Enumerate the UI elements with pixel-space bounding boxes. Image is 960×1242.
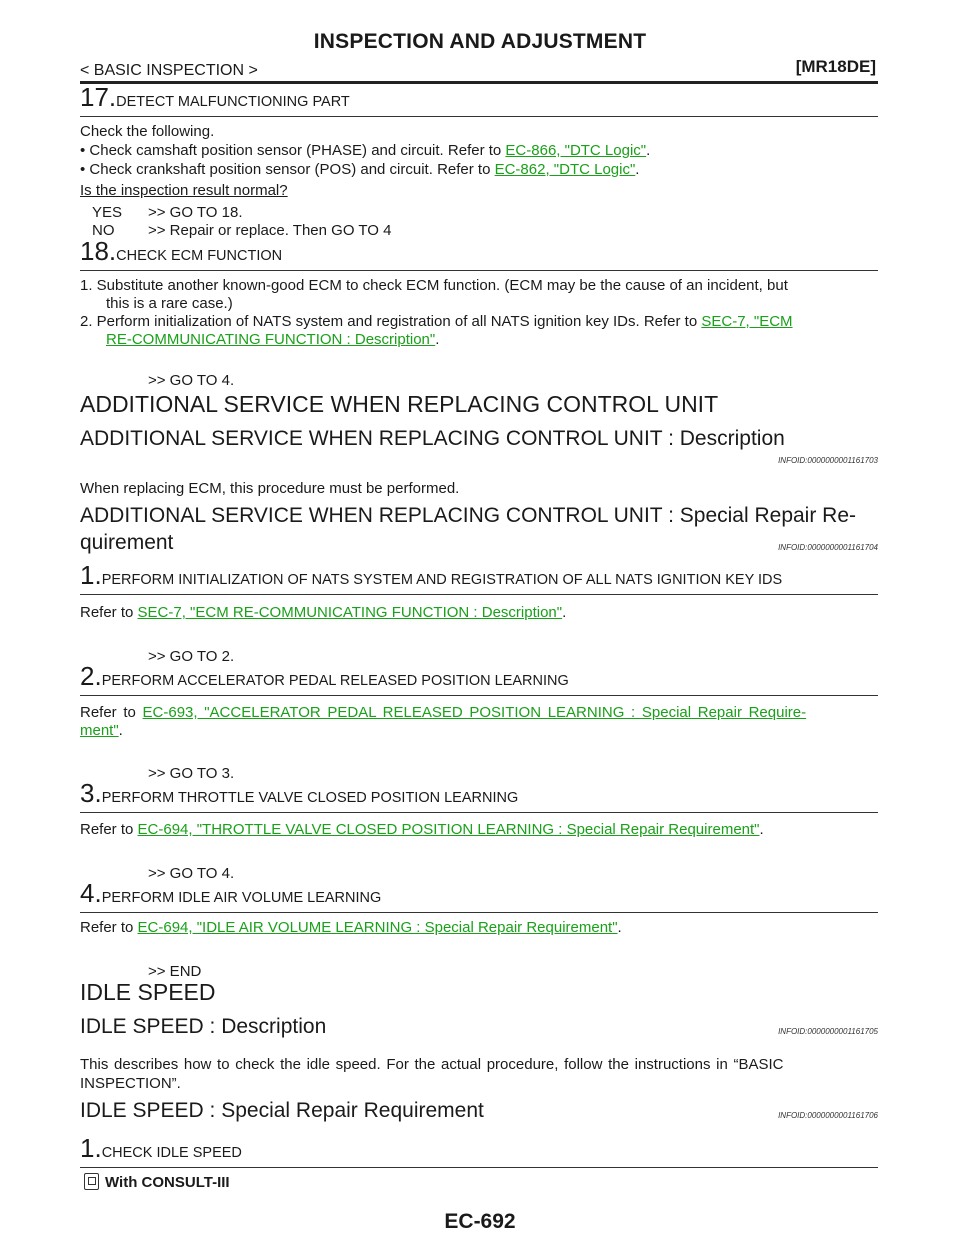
subheading-description: ADDITIONAL SERVICE WHEN REPLACING CONTRO… xyxy=(80,427,785,450)
as-step-4-title: 4.PERFORM IDLE AIR VOLUME LEARNING xyxy=(80,878,382,908)
page-title: INSPECTION AND ADJUSTMENT xyxy=(313,30,647,53)
step-rule xyxy=(80,812,878,813)
yes-action: >> GO TO 18. xyxy=(148,204,243,221)
section-heading-idle-speed: IDLE SPEED xyxy=(80,979,216,1005)
as-step-3-refer: Refer to EC-694, "THROTTLE VALVE CLOSED … xyxy=(80,821,764,838)
no-label: NO xyxy=(92,222,115,239)
as-step-2-refer: Refer to EC-693, "ACCELERATOR PEDAL RELE… xyxy=(80,704,807,721)
step-rule xyxy=(80,912,878,913)
link-sec-7-ecm[interactable]: SEC-7, "ECM RE-COMMUNICATING FUNCTION : … xyxy=(137,604,563,621)
as-step-2-title: 2.PERFORM ACCELERATOR PEDAL RELEASED POS… xyxy=(80,661,569,691)
step-rule xyxy=(80,1167,878,1168)
link-ec-866[interactable]: EC-866, "DTC Logic" xyxy=(505,142,647,159)
step-rule xyxy=(80,594,878,595)
as-step-1-goto: >> GO TO 2. xyxy=(148,648,235,665)
description-text: When replacing ECM, this procedure must … xyxy=(80,480,460,497)
subheading-idle-description: IDLE SPEED : Description xyxy=(80,1015,327,1038)
step-rule xyxy=(80,270,878,271)
step-18-item-1-cont: this is a rare case.) xyxy=(106,295,233,312)
header-rule xyxy=(80,81,878,84)
yes-label: YES xyxy=(92,204,123,221)
link-ec-694-throttle[interactable]: EC-694, "THROTTLE VALVE CLOSED POSITION … xyxy=(137,821,760,838)
step-18-title: 18.CHECK ECM FUNCTION xyxy=(80,236,283,266)
page-number: EC-692 xyxy=(444,1210,516,1233)
engine-label: [MR18DE] xyxy=(795,57,876,76)
as-step-4-end: >> END xyxy=(148,963,202,980)
as-step-1-refer: Refer to SEC-7, "ECM RE-COMMUNICATING FU… xyxy=(80,604,567,621)
infoid: INFOID:0000000001161705 xyxy=(778,1027,878,1036)
subheading-special-repair-line2: quirement xyxy=(80,531,174,554)
link-ec-862[interactable]: EC-862, "DTC Logic" xyxy=(494,161,636,178)
step-rule xyxy=(80,695,878,696)
infoid: INFOID:0000000001161704 xyxy=(778,543,878,552)
idle-description-line2: INSPECTION”. xyxy=(80,1075,181,1092)
idle-description-line1: This describes how to check the idle spe… xyxy=(80,1056,784,1073)
step-18-item-1: 1. Substitute another known-good ECM to … xyxy=(80,277,788,294)
link-ec-693-cont[interactable]: ment" xyxy=(80,722,119,739)
no-action: >> Repair or replace. Then GO TO 4 xyxy=(148,222,392,239)
step-17-title: 17.DETECT MALFUNCTIONING PART xyxy=(80,82,350,112)
step-17-question: Is the inspection result normal? xyxy=(80,182,288,199)
step-18-item-2-cont: RE-COMMUNICATING FUNCTION : Description"… xyxy=(106,331,440,348)
step-rule xyxy=(80,116,878,117)
idle-step-1-title: 1.CHECK IDLE SPEED xyxy=(80,1133,242,1163)
section-label: < BASIC INSPECTION > xyxy=(80,62,258,79)
step-17-intro: Check the following. xyxy=(80,123,215,140)
link-sec-7-cont[interactable]: RE-COMMUNICATING FUNCTION : Description" xyxy=(106,331,436,348)
with-consult: With CONSULT-III xyxy=(84,1173,230,1192)
subheading-special-repair-line1: ADDITIONAL SERVICE WHEN REPLACING CONTRO… xyxy=(80,504,857,527)
as-step-4-refer: Refer to EC-694, "IDLE AIR VOLUME LEARNI… xyxy=(80,919,622,936)
link-ec-694-idle-air[interactable]: EC-694, "IDLE AIR VOLUME LEARNING : Spec… xyxy=(137,919,618,936)
step-17-bullet-1: • Check camshaft position sensor (PHASE)… xyxy=(80,142,651,159)
as-step-3-title: 3.PERFORM THROTTLE VALVE CLOSED POSITION… xyxy=(80,778,519,808)
consult-tool-icon xyxy=(84,1173,99,1190)
step-18-goto: >> GO TO 4. xyxy=(148,372,235,389)
link-ec-693[interactable]: EC-693, "ACCELERATOR PEDAL RELEASED POSI… xyxy=(142,704,807,721)
step-18-item-2: 2. Perform initialization of NATS system… xyxy=(80,313,793,330)
subheading-idle-special-repair: IDLE SPEED : Special Repair Requirement xyxy=(80,1099,484,1122)
infoid: INFOID:0000000001161703 xyxy=(778,456,878,465)
step-17-bullet-2: • Check crankshaft position sensor (POS)… xyxy=(80,161,640,178)
as-step-2-goto: >> GO TO 3. xyxy=(148,765,235,782)
link-sec-7[interactable]: SEC-7, "ECM xyxy=(701,313,793,330)
as-step-1-title: 1.PERFORM INITIALIZATION OF NATS SYSTEM … xyxy=(80,560,783,590)
infoid: INFOID:0000000001161706 xyxy=(778,1111,878,1120)
as-step-3-goto: >> GO TO 4. xyxy=(148,865,235,882)
as-step-2-refer-cont: ment". xyxy=(80,722,123,739)
section-heading-additional-service: ADDITIONAL SERVICE WHEN REPLACING CONTRO… xyxy=(80,391,719,417)
